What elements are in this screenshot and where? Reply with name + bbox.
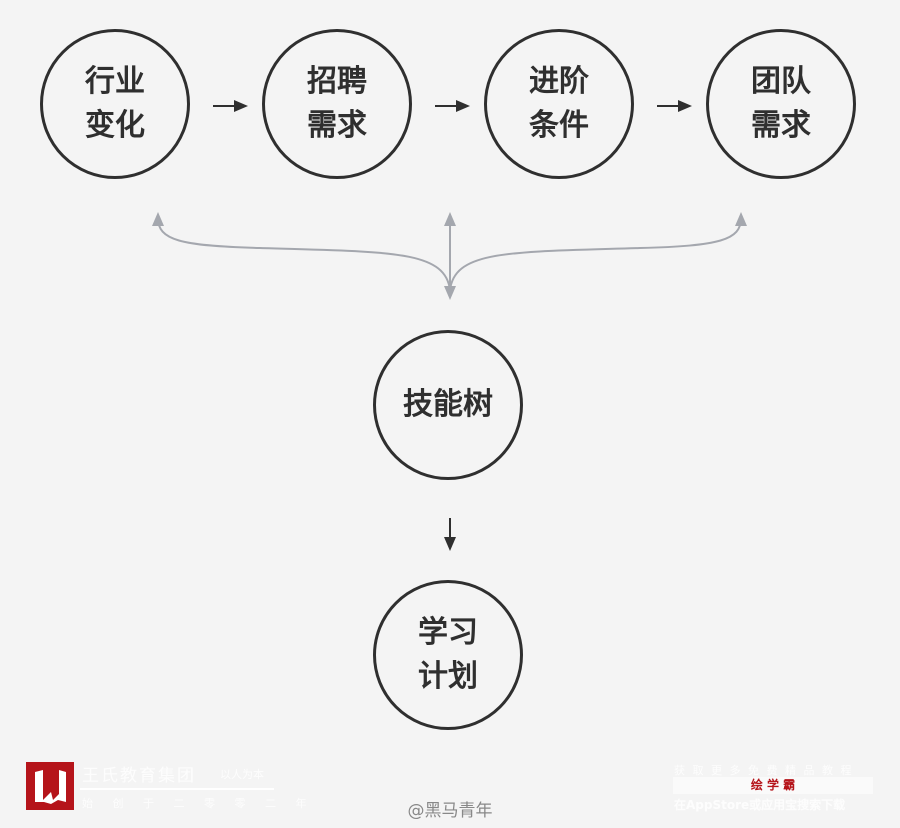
promo-text: 获 取 更 多 免 费 精 品 教 程 bbox=[674, 764, 854, 777]
node-skill-tree: 技能树 bbox=[373, 330, 523, 480]
watermark: @黑马青年 bbox=[407, 801, 493, 821]
node-label: 学习 bbox=[418, 615, 478, 650]
brace-left bbox=[152, 212, 451, 291]
brand-name: 王氏教育集团 bbox=[82, 766, 196, 786]
node-label: 计划 bbox=[418, 659, 478, 694]
download-text: 在AppStore或应用宝搜索下载 bbox=[674, 798, 846, 812]
node-label: 团队 bbox=[751, 64, 811, 99]
brand-slogan: 以人为本 bbox=[220, 768, 264, 781]
node-industry-change: 行业变化 bbox=[40, 29, 190, 179]
flow-arrows bbox=[213, 100, 692, 551]
app-name: 绘 学 霸 bbox=[673, 777, 873, 794]
node-label: 招聘 bbox=[307, 64, 367, 99]
node-label: 技能树 bbox=[403, 387, 493, 422]
node-team-demand: 团队需求 bbox=[706, 29, 856, 179]
node-study-plan: 学习计划 bbox=[373, 580, 523, 730]
brace-arrows bbox=[152, 212, 747, 300]
node-label: 需求 bbox=[751, 108, 811, 143]
node-label: 需求 bbox=[307, 108, 367, 143]
node-label: 行业 bbox=[85, 64, 145, 99]
node-advancement: 进阶条件 bbox=[484, 29, 634, 179]
node-label: 条件 bbox=[529, 108, 589, 143]
brand-founded: 始 创 于 二 零 零 二 年 bbox=[82, 797, 315, 810]
brace-right bbox=[449, 212, 747, 291]
divider bbox=[80, 788, 274, 790]
brand-logo bbox=[26, 762, 74, 810]
node-label: 进阶 bbox=[529, 64, 589, 99]
node-label: 变化 bbox=[85, 108, 145, 143]
node-hiring-demand: 招聘需求 bbox=[262, 29, 412, 179]
